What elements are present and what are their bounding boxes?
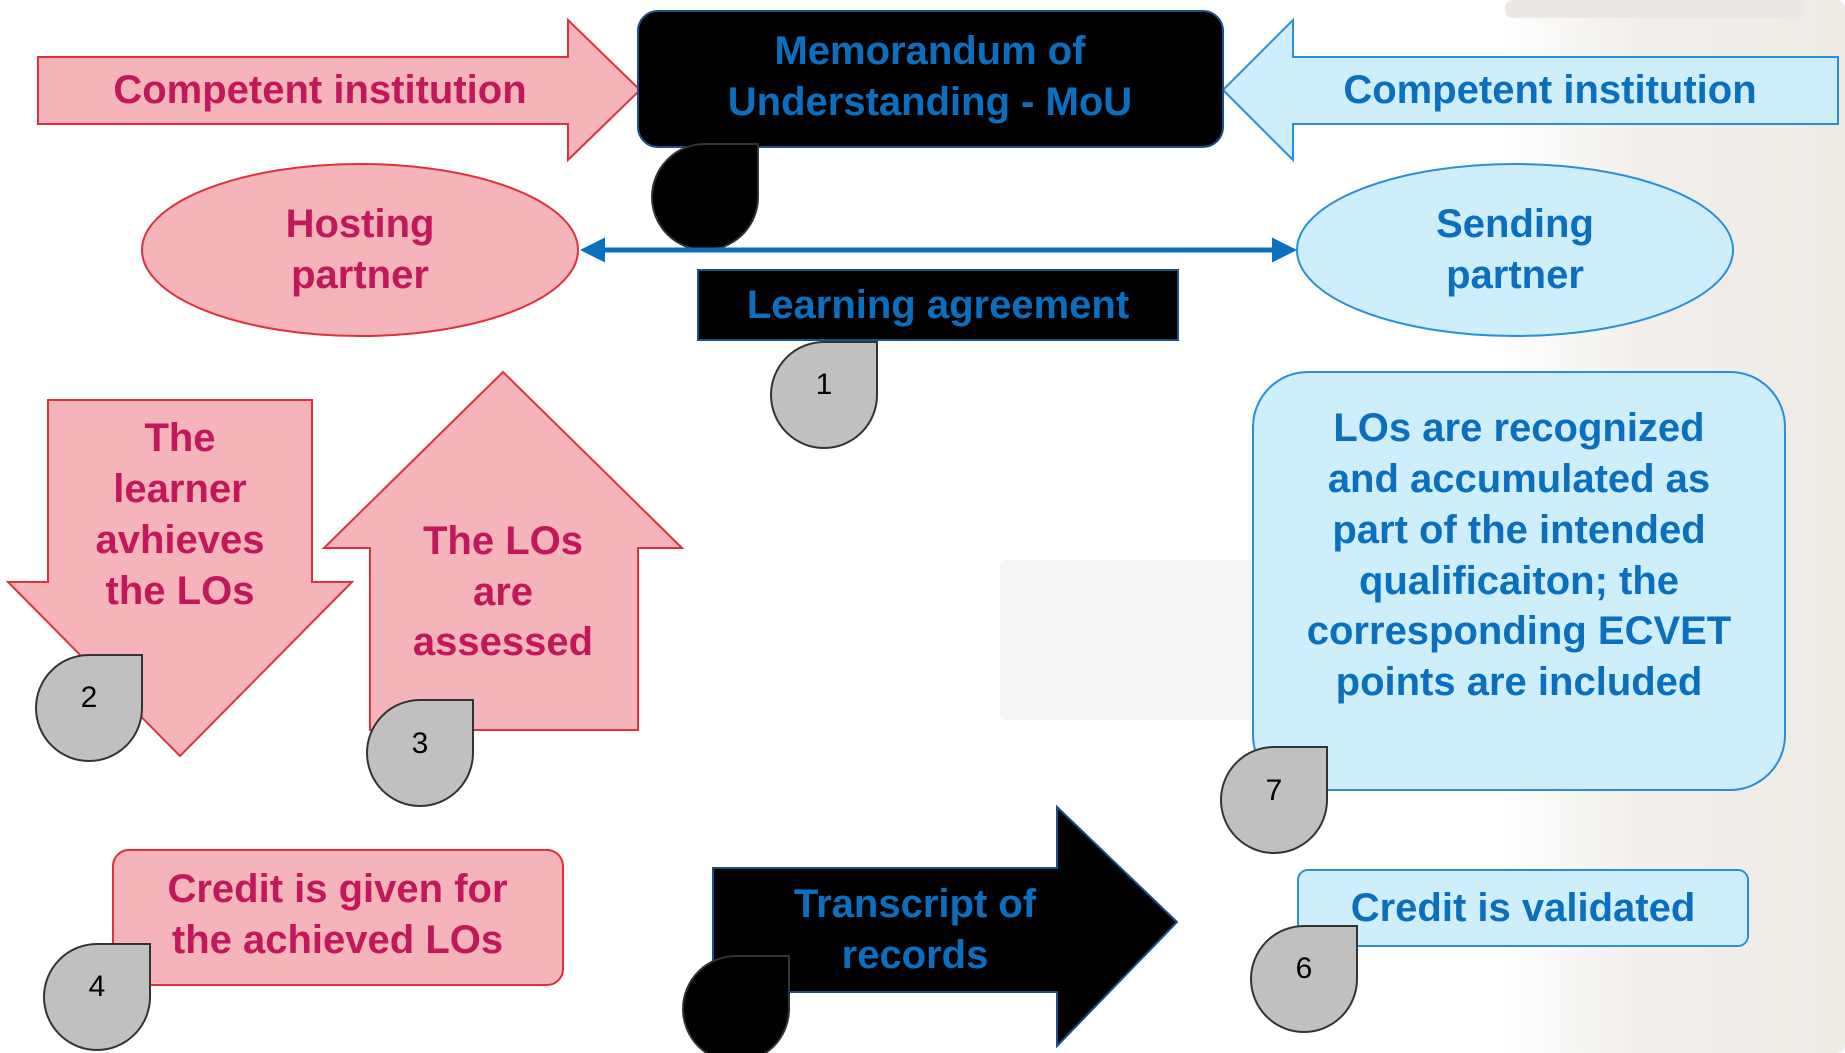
step3-up-arrow xyxy=(321,370,685,731)
step7-label: LOs are recognized and accumulated as pa… xyxy=(1262,398,1776,713)
sending-partner-line-2: partner xyxy=(1446,253,1584,297)
step6-label: Credit is validated xyxy=(1300,880,1746,936)
step2-line-1: The xyxy=(144,416,216,461)
mou-label: Memorandum of Understanding - MoU xyxy=(640,22,1220,132)
step6-text: Credit is validated xyxy=(1350,885,1696,930)
step7-line-3: part of the intended xyxy=(1332,507,1706,552)
badge-7-number: 7 xyxy=(1265,774,1283,807)
badge-7-teardrop xyxy=(1220,746,1328,854)
learning-agreement-text: Learning agreement xyxy=(746,282,1130,327)
sending-partner-ellipse xyxy=(1296,163,1734,337)
badge-2-teardrop xyxy=(35,654,143,762)
step6-box xyxy=(1297,869,1749,947)
transcript-teardrop-icon xyxy=(682,955,790,1053)
mou-line-1: Memorandum of xyxy=(774,29,1086,74)
mou-teardrop-icon xyxy=(651,143,759,251)
hosting-partner-line-1: Hosting xyxy=(285,202,435,247)
step2-label: The learner avhieves the LOs xyxy=(40,410,320,620)
step3-label: The LOs are assessed xyxy=(370,512,636,672)
right-institution-label: Competent institution xyxy=(1285,62,1815,118)
transcript-line-2: records xyxy=(841,933,989,977)
sending-partner-line-1: Sending xyxy=(1436,202,1594,247)
step7-line-6: points are included xyxy=(1335,660,1703,705)
hosting-partner-line-2: partner xyxy=(291,253,429,297)
learning-agreement-box xyxy=(697,269,1179,341)
background-shade xyxy=(1000,560,1300,720)
badge-4-teardrop xyxy=(43,943,151,1051)
background-shade xyxy=(1505,0,1805,18)
step7-line-4: qualificaiton; the xyxy=(1359,558,1679,603)
step7-line-1: LOs are recognized xyxy=(1333,406,1705,451)
step7-line-2: and accumulated as xyxy=(1327,456,1711,501)
badge-1-teardrop xyxy=(770,341,878,449)
badge-4-number: 4 xyxy=(88,970,106,1003)
left-institution-arrow xyxy=(37,17,642,163)
hosting-partner-ellipse xyxy=(141,163,579,337)
badge-2-number: 2 xyxy=(80,681,98,714)
transcript-label: Transcript of records xyxy=(760,875,1070,985)
badge-3-teardrop xyxy=(366,699,474,807)
badge-6-teardrop xyxy=(1250,925,1358,1033)
step4-line-2: the achieved LOs xyxy=(171,918,504,962)
learning-agreement-label: Learning agreement xyxy=(698,275,1178,335)
sending-partner-label: Sending partner xyxy=(1335,195,1695,305)
step3-line-2: are xyxy=(472,569,534,614)
step2-line-3: avhieves xyxy=(95,518,265,562)
mou-box xyxy=(637,10,1224,148)
step7-line-5: corresponding ECVET xyxy=(1306,609,1732,654)
step2-line-4: the LOs xyxy=(105,568,255,613)
right-institution-text: Competent institution xyxy=(1343,67,1757,112)
left-institution-text: Competent institution xyxy=(113,67,527,112)
badge-6-number: 6 xyxy=(1295,952,1313,985)
step3-line-3: assessed xyxy=(412,620,594,665)
step4-line-1: Credit is given for xyxy=(167,867,508,912)
badge-1-number: 1 xyxy=(815,368,833,401)
hosting-partner-label: Hosting partner xyxy=(180,195,540,305)
step3-line-1: The LOs xyxy=(422,518,584,563)
step4-label: Credit is given for the achieved LOs xyxy=(130,860,545,970)
step7-box xyxy=(1252,371,1786,791)
mou-line-2: Understanding - MoU xyxy=(727,80,1133,124)
step2-line-2: learner xyxy=(113,467,247,512)
step4-box xyxy=(112,849,564,986)
right-institution-arrow xyxy=(1221,17,1839,163)
transcript-line-1: Transcript of xyxy=(793,882,1037,927)
left-institution-label: Competent institution xyxy=(60,62,580,118)
badge-3-number: 3 xyxy=(411,727,429,760)
